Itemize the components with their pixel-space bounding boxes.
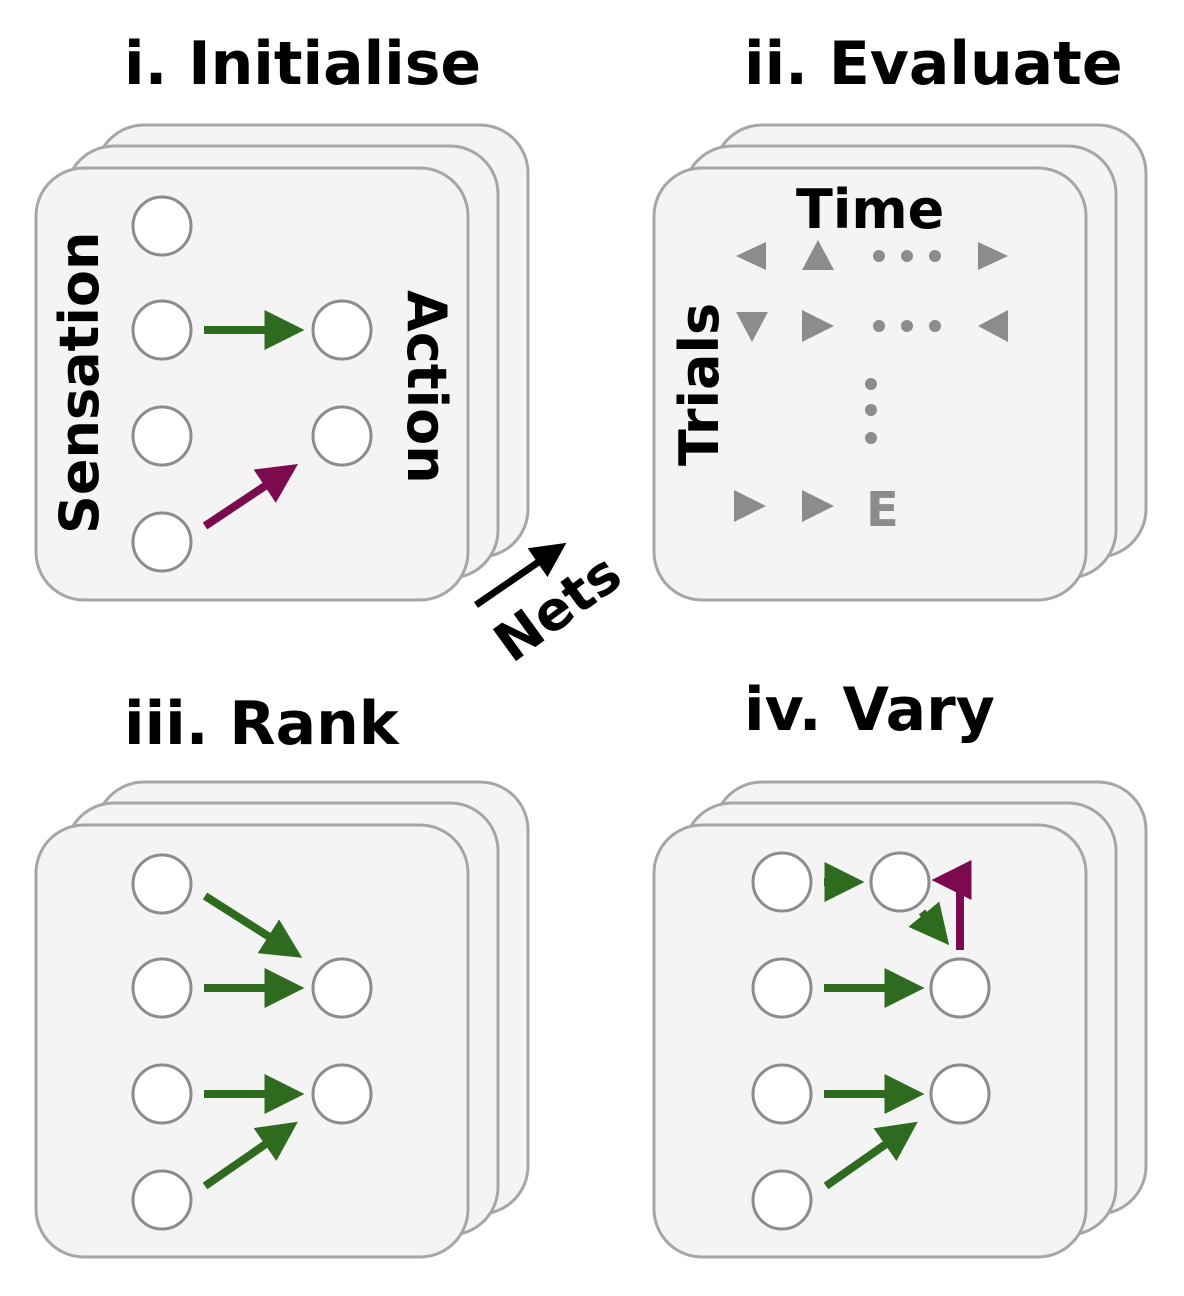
hidden-node: [869, 851, 931, 913]
sensor-node-4: [131, 511, 193, 573]
sensor-node-4: [751, 1169, 813, 1231]
action-right-icon: [734, 490, 766, 522]
action-node-1: [929, 957, 991, 1019]
inhibitory-connection: [202, 464, 298, 530]
nets-arrow: [474, 542, 567, 608]
action-right-icon: [802, 490, 834, 522]
panel-rank: iii. Rank: [34, 689, 530, 1259]
inhibitory-connection: [931, 860, 972, 950]
action-up-icon: [802, 240, 834, 270]
excitatory-connection: [908, 901, 950, 946]
sensor-node-1: [751, 851, 813, 913]
sensor-node-2: [751, 957, 813, 1019]
card-front: [652, 823, 1088, 1259]
panel-evaluate: ii. Evaluate Time Trials: [652, 29, 1148, 602]
sensor-node-1: [131, 195, 193, 257]
action-left-icon: [978, 310, 1008, 342]
end-marker: E: [866, 482, 899, 538]
card-front: [34, 166, 470, 602]
panel-title-evaluate: ii. Evaluate: [744, 29, 1123, 99]
sensor-node-3: [131, 405, 193, 467]
ellipsis-vertical-icon: [865, 378, 877, 444]
action-right-icon: [802, 310, 834, 342]
ellipsis-horizontal-icon: [873, 250, 941, 262]
nets-label: Nets: [483, 541, 633, 674]
action-node-1: [311, 299, 373, 361]
ellipsis-horizontal-icon: [873, 320, 941, 332]
panel-vary: iv. Vary: [652, 675, 1148, 1259]
card-front: [34, 823, 470, 1259]
sensor-node-4: [131, 1169, 193, 1231]
action-label: Action: [395, 290, 458, 484]
action-down-icon: [736, 312, 768, 342]
sensation-label: Sensation: [48, 232, 111, 534]
sensor-node-3: [131, 1063, 193, 1125]
card-stack-vary: [652, 780, 1148, 1259]
panel-title-initialise: i. Initialise: [124, 29, 481, 99]
action-right-icon: [978, 242, 1008, 270]
action-node-2: [311, 405, 373, 467]
excitatory-connection: [202, 1121, 298, 1190]
sensor-node-3: [751, 1063, 813, 1125]
sensor-node-2: [131, 299, 193, 361]
action-left-icon: [736, 242, 766, 270]
card-stack-rank: [34, 780, 530, 1259]
action-node-1: [311, 957, 373, 1019]
trials-label: Trials: [668, 303, 731, 466]
action-node-2: [311, 1063, 373, 1125]
excitatory-connection: [202, 892, 303, 958]
sensor-node-1: [131, 853, 193, 915]
panel-title-rank: iii. Rank: [124, 689, 401, 759]
panel-title-vary: iv. Vary: [744, 675, 995, 745]
action-node-2: [929, 1063, 991, 1125]
card-stack-initialise: [34, 123, 530, 602]
time-label: Time: [796, 178, 944, 241]
panel-initialise: i. Initialise Sensation Action: [34, 29, 530, 602]
nets-axis: Nets: [474, 541, 633, 675]
sensor-node-2: [131, 957, 193, 1019]
excitatory-connection: [823, 1121, 918, 1190]
